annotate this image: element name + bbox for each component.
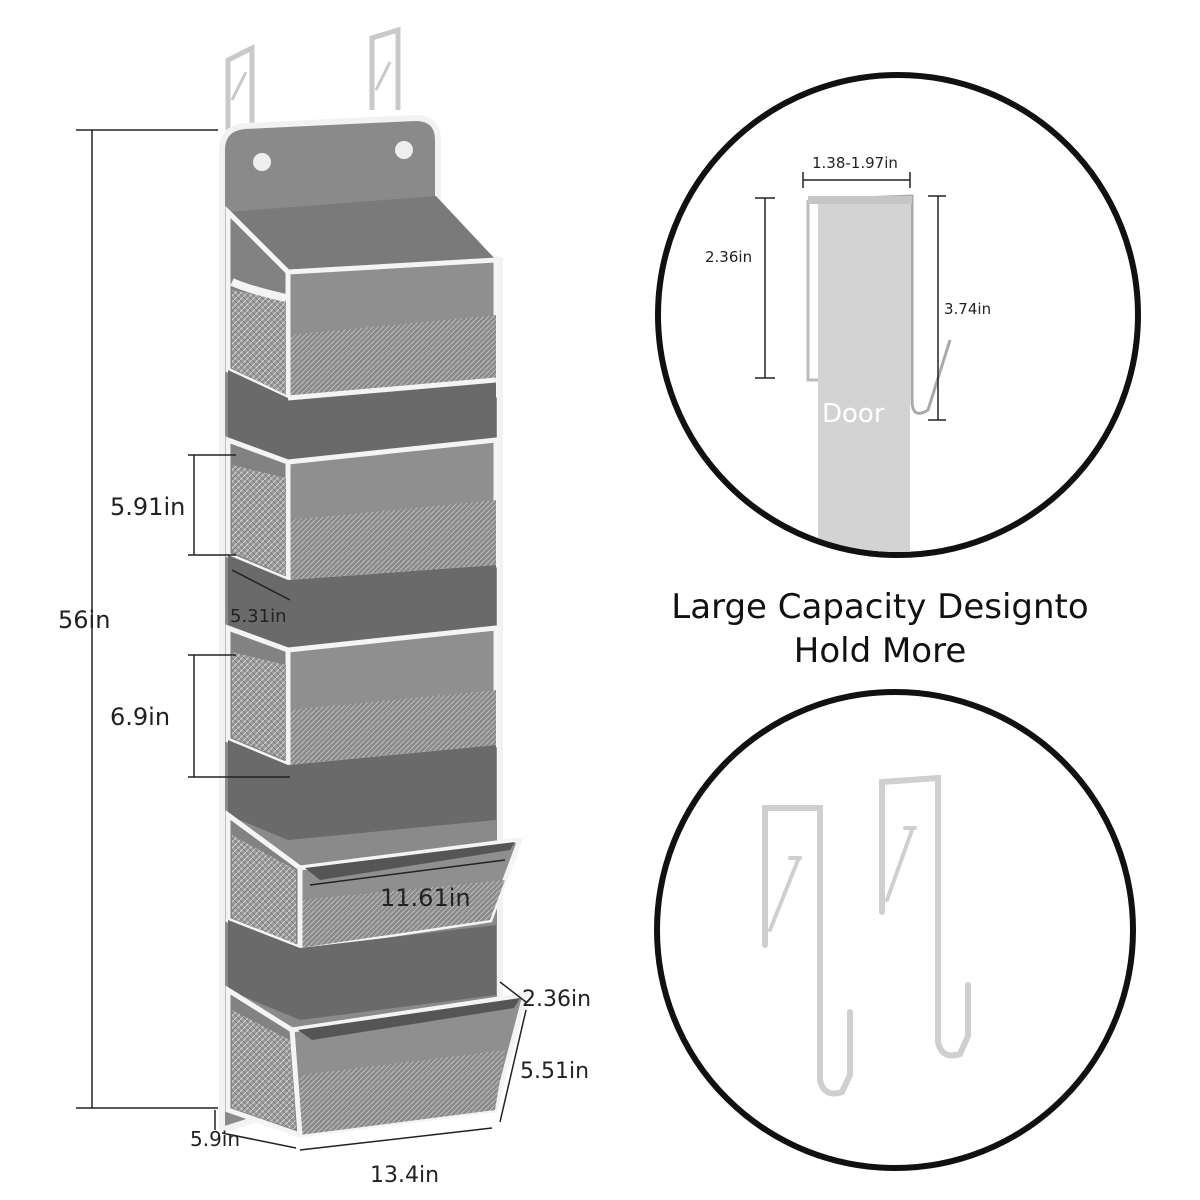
organizer-pocket-2: [225, 370, 499, 584]
hook-closeup-left: [762, 805, 853, 1097]
label-front-length: 2.36in: [705, 248, 752, 266]
label-pocket-height: 5.91in: [110, 493, 185, 521]
label-pocket-height-large: 6.9in: [110, 703, 170, 731]
hook-closeup-right: [879, 774, 971, 1059]
grommet-right: [395, 141, 413, 159]
label-total-width: 13.4in: [370, 1163, 439, 1188]
hook-detail-circle: Door 1.38-1.97in 2.36in 3.74in: [655, 72, 1141, 558]
door-label: Door: [822, 399, 885, 429]
organizer-hook-left: [225, 43, 255, 130]
label-pocket-depth: 5.31in: [230, 606, 287, 627]
label-back-length: 3.74in: [944, 300, 991, 318]
label-total-height: 56in: [58, 606, 110, 634]
dimension-labels: 56in 5.91in 5.31in 6.9in 11.61in 2.36in …: [58, 493, 591, 1188]
headline-line-2: Hold More: [793, 631, 967, 671]
organizer-pocket-4: [225, 740, 524, 952]
label-gap-width: 1.38-1.97in: [812, 154, 898, 172]
door-illustration: [818, 200, 910, 552]
organizer-pocket-1: [225, 196, 499, 402]
organizer-hook-right: [369, 26, 401, 110]
label-pocket-width: 11.61in: [380, 884, 471, 912]
headline-line-1: Large Capacity Designto: [671, 587, 1089, 627]
hook-profile: [807, 194, 952, 415]
label-bottom-height: 5.51in: [520, 1059, 589, 1084]
door-organizer: [219, 26, 529, 1139]
hooks-closeup-circle: [654, 689, 1136, 1171]
organizer-pocket-3: [225, 555, 499, 769]
label-bottom-depth: 2.36in: [522, 987, 591, 1012]
headline: Large Capacity Designto Hold More: [600, 585, 1160, 673]
dimension-lines: [76, 129, 527, 1151]
grommet-left: [253, 153, 271, 171]
label-side-depth: 5.9in: [190, 1127, 240, 1151]
organizer-pocket-5: [225, 920, 529, 1139]
